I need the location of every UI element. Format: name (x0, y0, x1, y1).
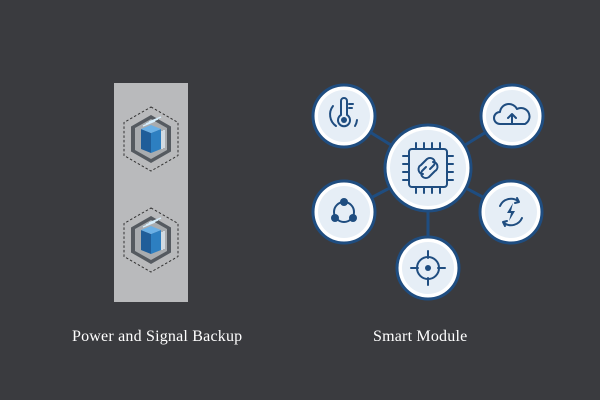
backup-module-top (121, 105, 181, 173)
target-node (395, 235, 461, 301)
center-node (383, 123, 473, 213)
thermometer-node (311, 83, 377, 149)
smart-module-caption: Smart Module (373, 328, 468, 345)
backup-caption: Power and Signal Backup (72, 328, 243, 345)
network-node (311, 179, 377, 245)
backup-module-bottom (121, 206, 181, 274)
target-icon (410, 250, 446, 286)
backup-panel (114, 83, 188, 302)
cloud-upload-icon (493, 103, 531, 125)
power-cycle-icon (499, 197, 523, 227)
cloud-node (479, 83, 545, 149)
network-nodes-icon (331, 198, 357, 223)
power-node (478, 179, 544, 245)
cube-module-icon (123, 106, 179, 172)
thermometer-refresh-icon (329, 97, 358, 128)
cube-module-icon (123, 207, 179, 273)
chip-link-icon (402, 142, 454, 194)
